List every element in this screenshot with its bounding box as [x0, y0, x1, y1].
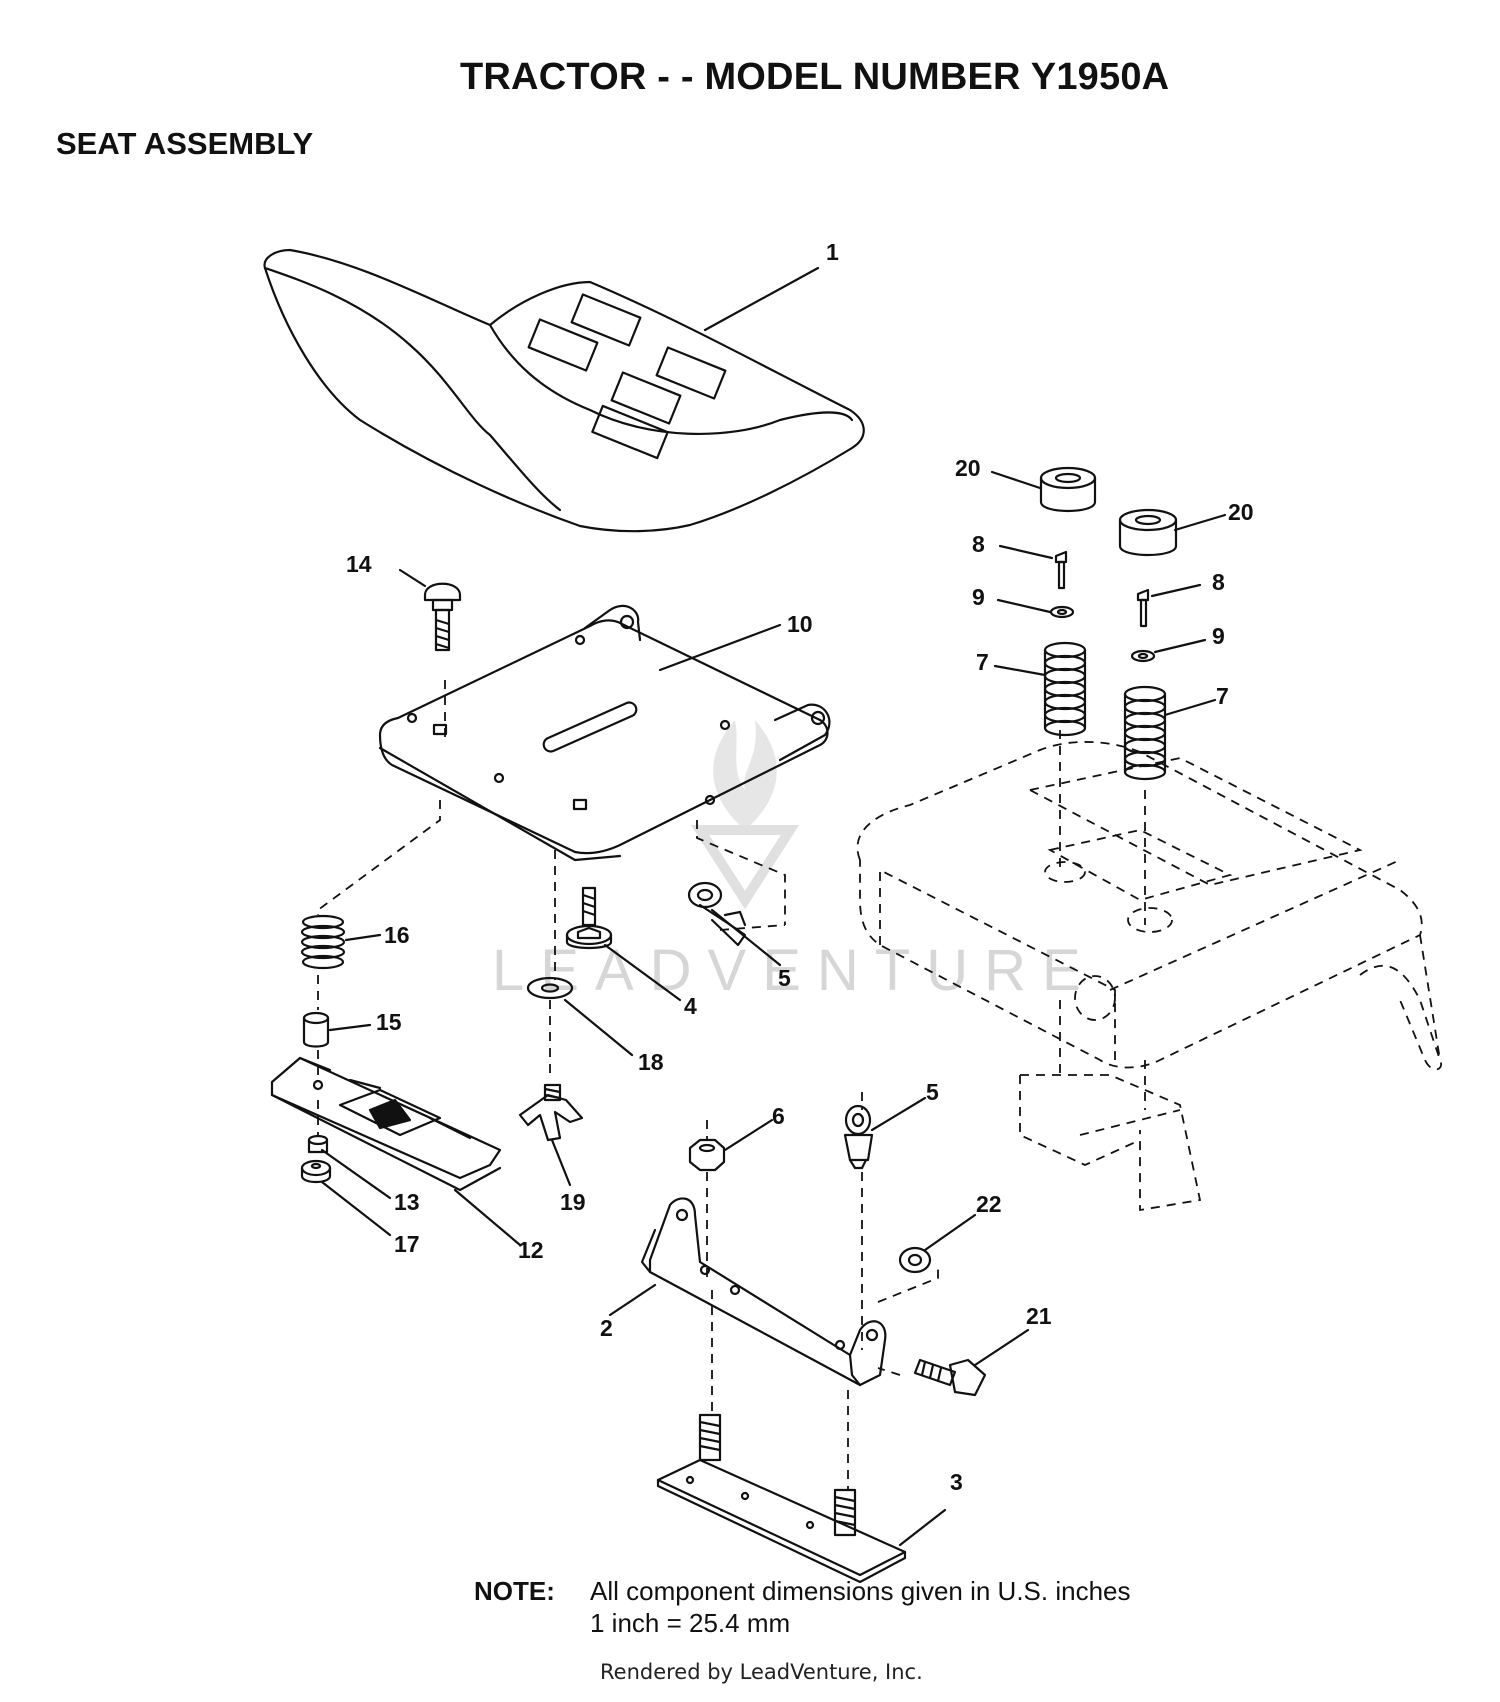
leader-7b — [1163, 698, 1217, 717]
callout-5a: 5 — [778, 965, 791, 991]
section-title: SEAT ASSEMBLY — [56, 126, 314, 161]
leader-9a — [996, 598, 1052, 614]
leader-3 — [898, 1508, 947, 1547]
callout-4: 4 — [684, 993, 697, 1019]
part-nut-22 — [898, 1246, 932, 1274]
part-seat — [263, 248, 865, 533]
part-clip-lower — [843, 1104, 874, 1170]
leader-12 — [453, 1188, 522, 1247]
leader-16 — [344, 933, 382, 942]
part-washer-9a — [1049, 605, 1075, 619]
callout-9a: 9 — [972, 584, 985, 610]
note-line-1: All component dimensions given in U.S. i… — [590, 1576, 1131, 1606]
leader-8b — [1150, 583, 1202, 598]
leader-20a — [990, 470, 1042, 490]
callout-labels: 1 10 14 16 15 12 13 17 4 5 18 19 6 5 22 … — [346, 239, 1254, 1495]
callout-14: 14 — [346, 551, 372, 577]
callout-3: 3 — [950, 1469, 963, 1495]
note-label: NOTE: — [474, 1576, 555, 1606]
callout-2: 2 — [600, 1315, 613, 1341]
part-shoulder-bolt — [913, 1358, 987, 1397]
part-bolt-8b — [1136, 588, 1150, 628]
part-bolt-8a — [1054, 550, 1068, 590]
part-spring-7a — [1043, 641, 1087, 737]
callout-10: 10 — [787, 611, 813, 637]
part-small-spring — [300, 914, 346, 970]
callout-7a: 7 — [976, 649, 989, 675]
callout-1: 1 — [826, 239, 839, 265]
callout-6: 6 — [772, 1103, 785, 1129]
leader-17 — [320, 1180, 392, 1237]
leader-15 — [328, 1023, 372, 1032]
tractor-fender-reference — [317, 680, 1442, 1490]
part-knob — [518, 1083, 584, 1142]
part-bracket-plate — [270, 1056, 502, 1192]
callout-7b: 7 — [1216, 683, 1229, 709]
callout-9b: 9 — [1212, 623, 1225, 649]
leader-13 — [320, 1148, 392, 1200]
footer-credit: Rendered by LeadVenture, Inc. — [600, 1660, 923, 1684]
callout-22: 22 — [976, 1191, 1002, 1217]
leader-19 — [550, 1138, 572, 1187]
callout-8b: 8 — [1212, 569, 1225, 595]
callout-15: 15 — [376, 1009, 402, 1035]
callout-20b: 20 — [1228, 499, 1254, 525]
callout-13: 13 — [394, 1189, 420, 1215]
part-spacer-20b — [1118, 508, 1178, 556]
part-stud-plate — [656, 1413, 907, 1584]
part-spacer — [302, 1011, 330, 1048]
callout-5b: 5 — [926, 1079, 939, 1105]
part-hex-nut — [688, 1138, 726, 1172]
part-washer-9b — [1130, 649, 1156, 663]
callout-16: 16 — [384, 922, 410, 948]
part-flange-nut — [300, 1159, 332, 1184]
part-seat-pan — [378, 604, 831, 862]
leader-22 — [923, 1213, 977, 1252]
leader-14 — [398, 568, 427, 588]
callout-21: 21 — [1026, 1303, 1052, 1329]
leader-2 — [608, 1283, 657, 1317]
callout-18: 18 — [638, 1049, 664, 1075]
leader-20b — [1173, 513, 1227, 532]
part-bolt-4 — [565, 886, 613, 950]
callout-12: 12 — [518, 1237, 544, 1263]
part-pivot-bracket — [640, 1197, 887, 1387]
note-line-2: 1 inch = 25.4 mm — [590, 1608, 791, 1638]
callout-20a: 20 — [955, 455, 981, 481]
leader-4 — [603, 943, 682, 1002]
part-carriage-bolt — [423, 582, 462, 652]
leader-9b — [1153, 638, 1207, 654]
leader-10 — [658, 623, 782, 672]
leader-18 — [563, 998, 634, 1057]
callout-19: 19 — [560, 1189, 586, 1215]
leader-5a — [710, 908, 782, 967]
callout-17: 17 — [394, 1231, 420, 1257]
leader-5b — [870, 1096, 927, 1132]
leader-8a — [998, 544, 1054, 560]
part-washer — [526, 976, 574, 1000]
leader-1 — [703, 266, 820, 332]
leader-6 — [723, 1118, 774, 1152]
leader-21 — [973, 1328, 1030, 1367]
part-nut-13 — [307, 1134, 329, 1154]
callout-8a: 8 — [972, 531, 985, 557]
part-spacer-20a — [1039, 466, 1097, 512]
leader-7a — [993, 664, 1047, 677]
watermark: LEADVENTURE — [492, 720, 1081, 1003]
page-title: TRACTOR - - MODEL NUMBER Y1950A — [460, 56, 1170, 98]
